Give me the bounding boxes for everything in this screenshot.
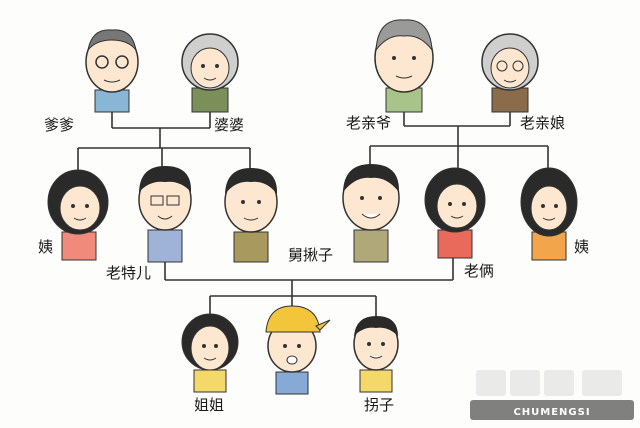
younger-brother-figure — [353, 316, 399, 393]
label-mother: 老俩 — [464, 262, 495, 280]
watermark-glyph-icon — [470, 370, 634, 420]
label-aunt-paternal: 姨 — [38, 238, 54, 256]
label-father: 老特儿 — [106, 264, 152, 282]
label-aunt-maternal: 姨 — [574, 238, 590, 256]
sister-figure — [181, 313, 239, 393]
boy-with-cap-figure — [265, 305, 331, 395]
grandpa-paternal-figure — [85, 29, 139, 113]
aunt-maternal-figure-2 — [520, 167, 578, 261]
aunt-paternal-figure — [47, 169, 109, 261]
father-figure — [138, 166, 192, 263]
label-grandma-paternal: 婆婆 — [214, 116, 245, 134]
aunt-maternal-figure-1 — [424, 167, 486, 259]
watermark-text: CHUMENGSI — [513, 407, 591, 418]
label-grandma-maternal: 老亲娘 — [520, 114, 566, 132]
label-grandpa-maternal: 老亲爷 — [346, 114, 392, 132]
label-grandpa-paternal: 爹爹 — [44, 116, 75, 134]
label-uncle-paternal: 舅揪子 — [288, 246, 334, 264]
uncle-paternal-figure — [224, 168, 278, 263]
grandma-paternal-figure — [181, 33, 239, 113]
watermark-logo: CHUMENGSI — [470, 366, 634, 422]
label-sister: 姐姐 — [194, 396, 225, 414]
mother-figure — [342, 164, 400, 263]
label-younger-brother: 拐子 — [364, 396, 395, 414]
grandpa-maternal-figure — [374, 19, 434, 113]
grandma-maternal-figure — [481, 33, 539, 113]
